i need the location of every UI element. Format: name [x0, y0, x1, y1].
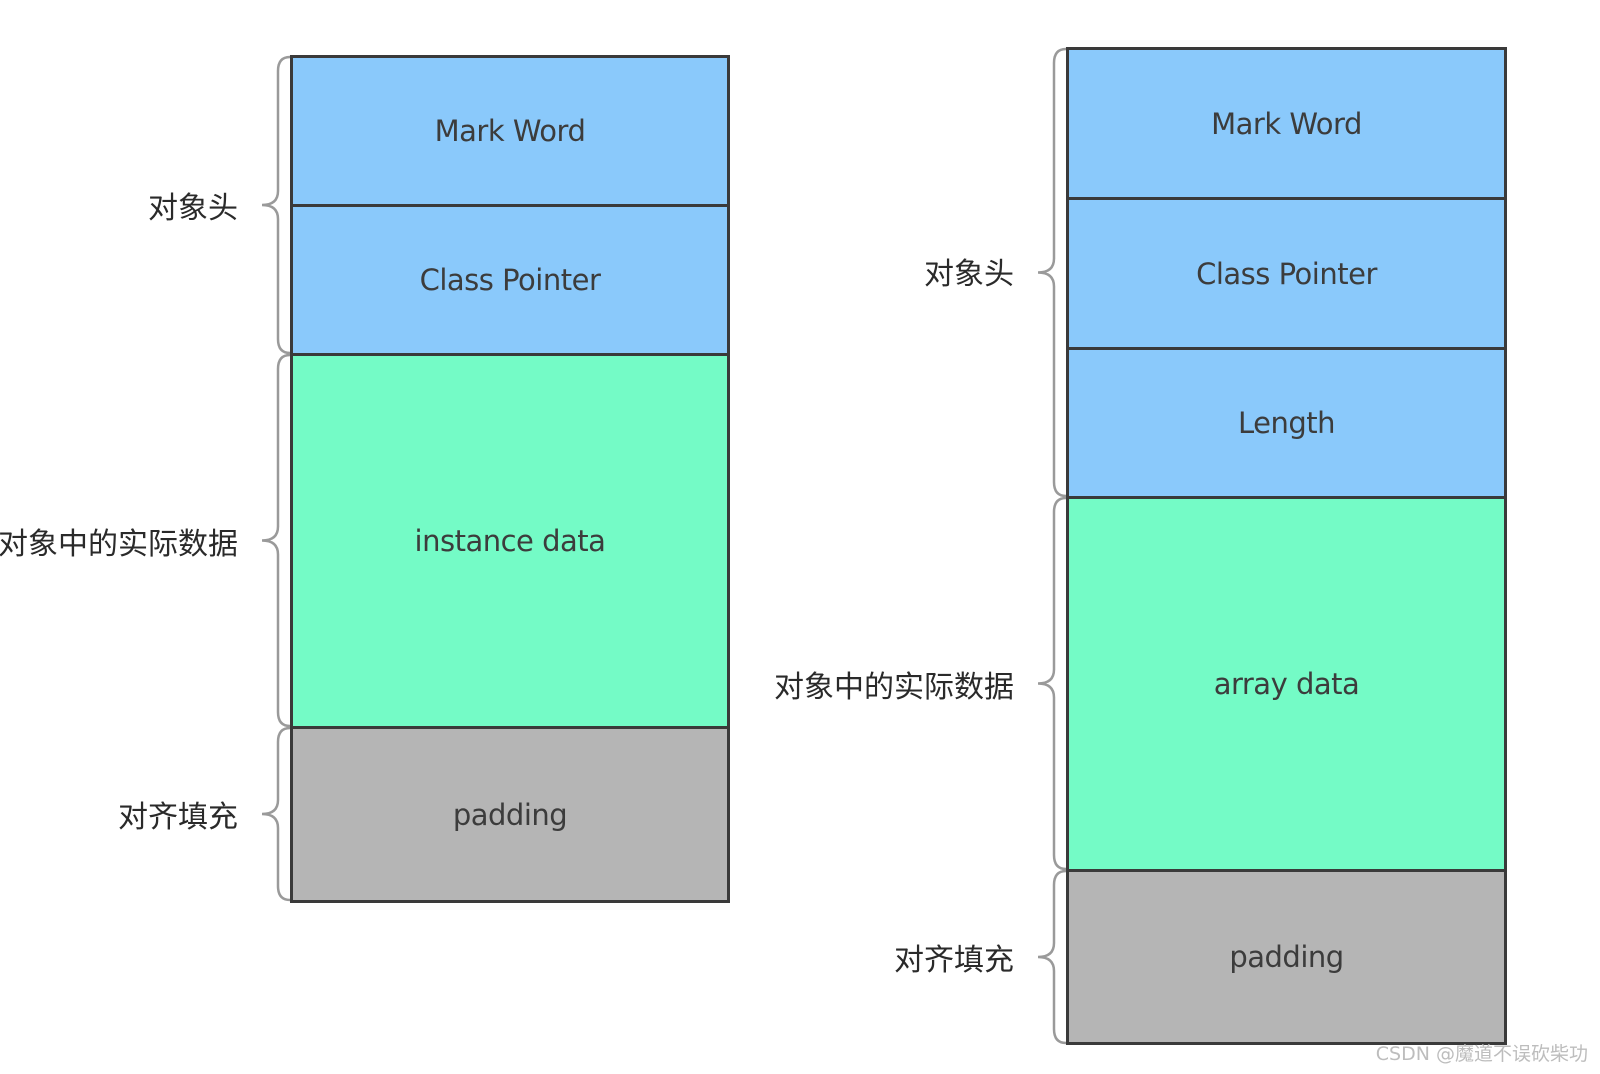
right-length-block: Length: [1066, 347, 1507, 499]
left-padding-block: padding: [290, 726, 730, 903]
right-object-header-label: 对象头: [924, 257, 1014, 292]
left-padding-brace: [261, 726, 291, 902]
left-padding-label: 对齐填充: [118, 800, 238, 835]
left-class-pointer-block: Class Pointer: [290, 204, 730, 356]
left-instance-data-brace: [261, 353, 291, 728]
left-object-header-label: 对象头: [148, 191, 238, 226]
right-mark-word-block: Mark Word: [1066, 47, 1507, 200]
right-array-data-brace: [1037, 496, 1067, 871]
right-array-data-block: array data: [1066, 496, 1507, 872]
left-instance-data-block: instance data: [290, 353, 730, 729]
right-array-data-label: 对象中的实际数据: [774, 670, 1014, 705]
watermark: CSDN @魔道不误砍柴功: [1375, 1043, 1588, 1065]
left-instance-data-label: 对象中的实际数据: [0, 527, 238, 562]
left-object-header-brace: [261, 55, 291, 355]
right-padding-label: 对齐填充: [894, 943, 1014, 978]
left-mark-word-block: Mark Word: [290, 55, 730, 207]
right-padding-brace: [1037, 869, 1067, 1045]
right-padding-block: padding: [1066, 869, 1507, 1045]
right-class-pointer-block: Class Pointer: [1066, 197, 1507, 350]
right-object-header-brace: [1037, 47, 1067, 498]
